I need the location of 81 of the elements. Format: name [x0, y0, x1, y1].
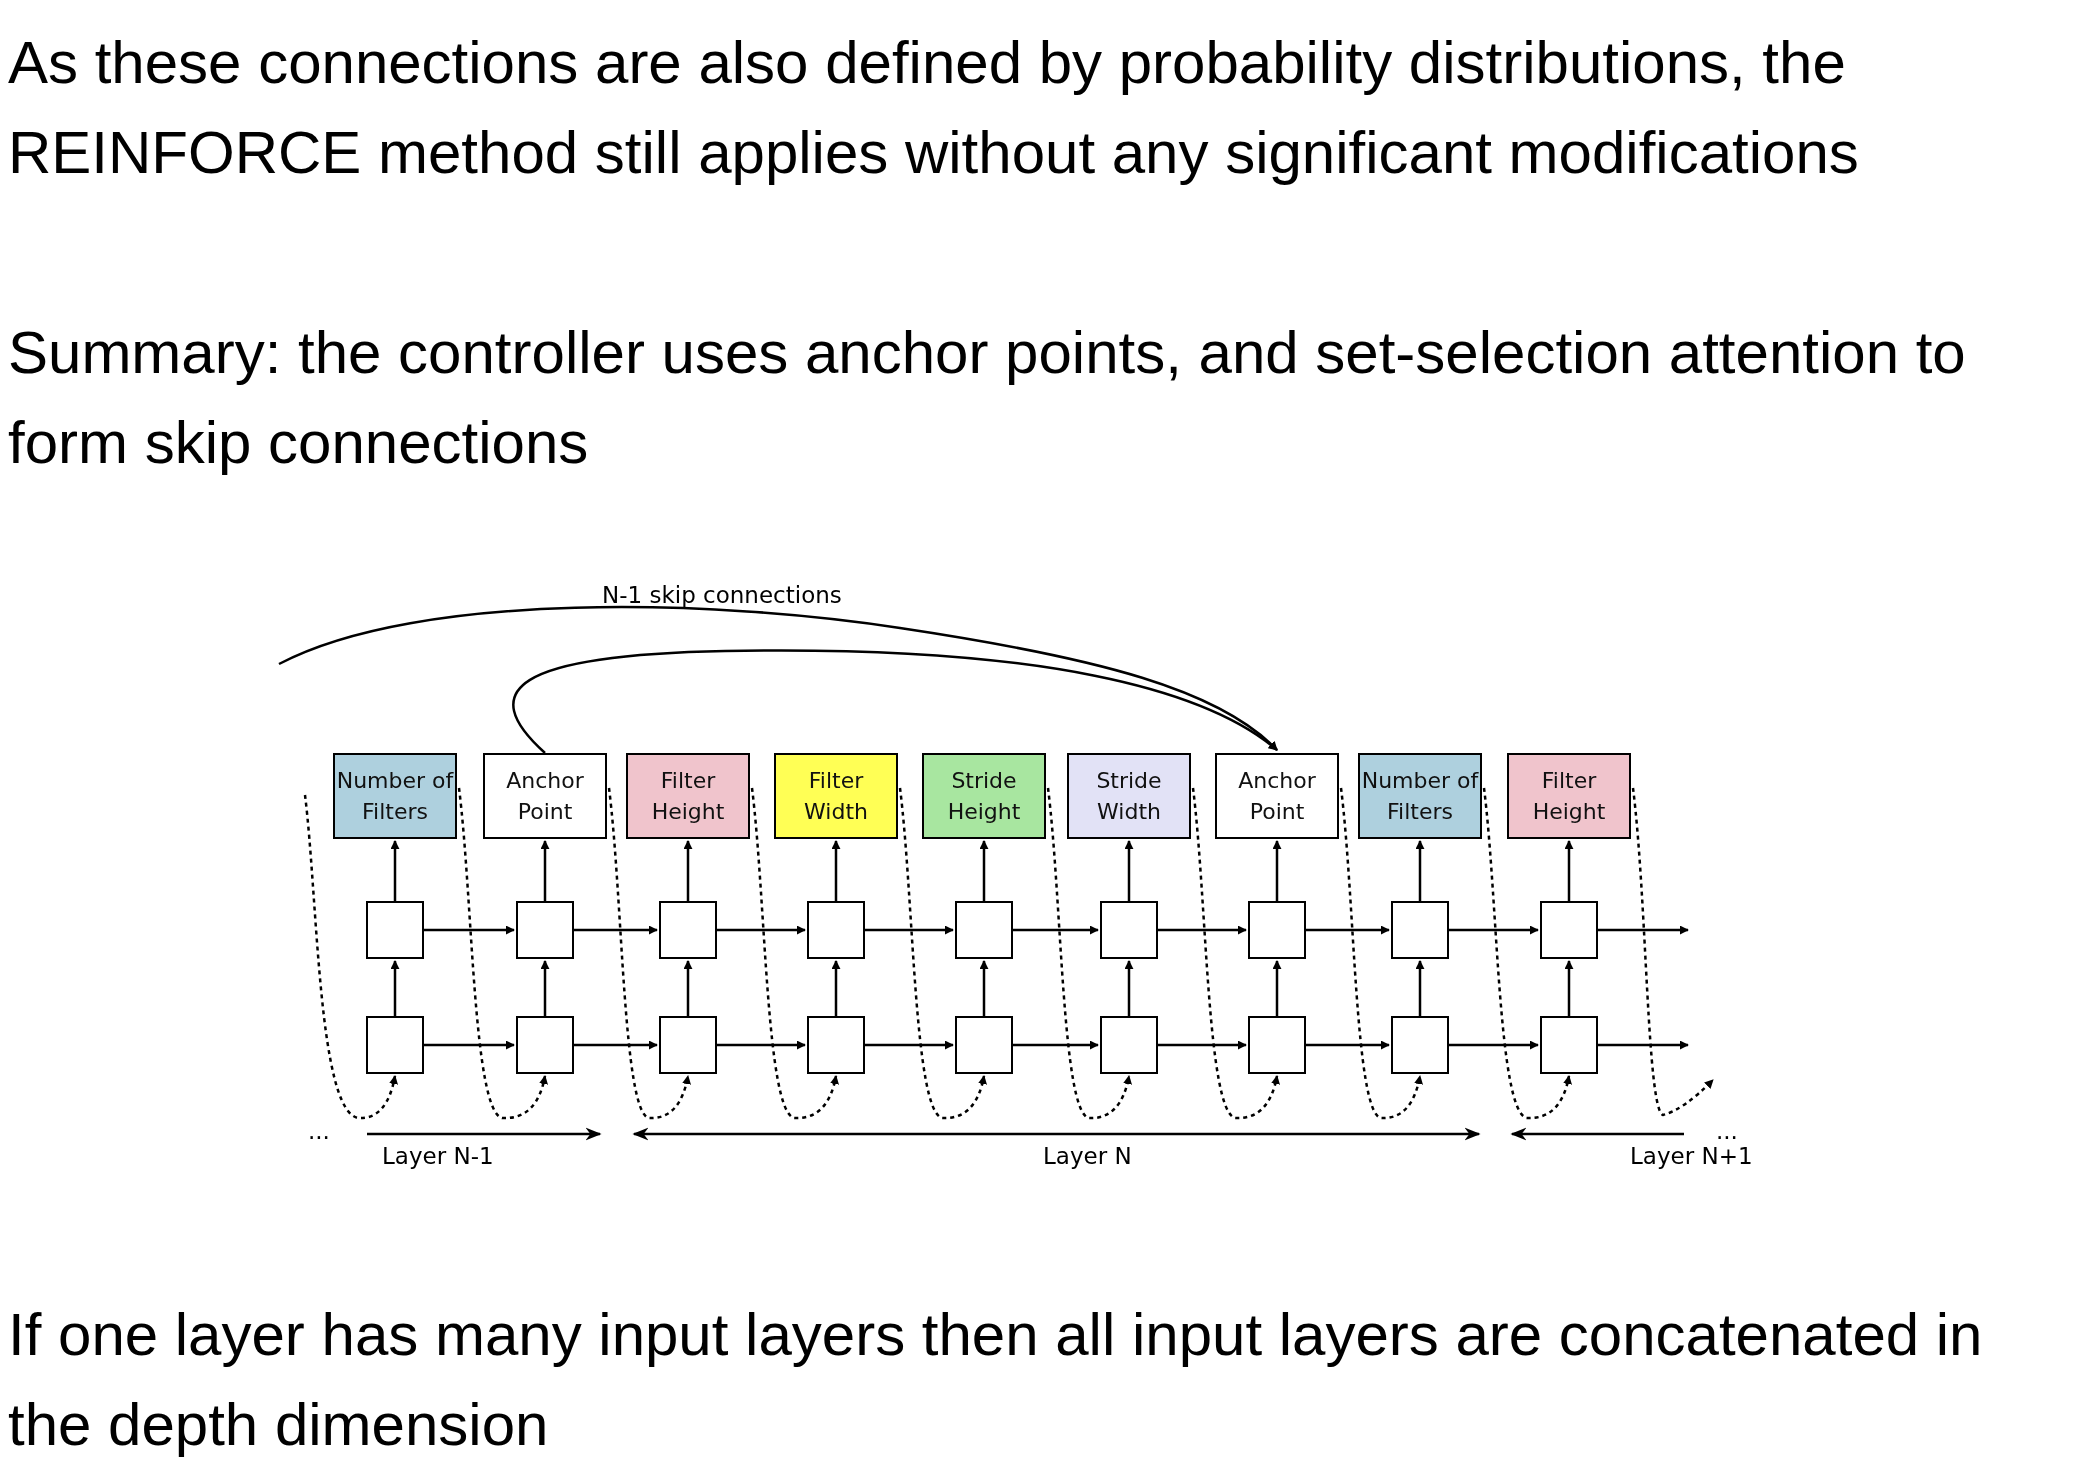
cell-box [1540, 1016, 1598, 1074]
arrow [424, 925, 515, 935]
arrow [390, 840, 400, 901]
parameter-box: Anchor Point [1215, 753, 1339, 839]
cell-box [659, 1016, 717, 1074]
arrow [1415, 840, 1425, 901]
cell-box [1391, 901, 1449, 959]
arrow [683, 960, 693, 1016]
arrow [574, 925, 658, 935]
body-text: If one layer has many input layers then all input layers are concatenated in the depth dimension [8, 1300, 1984, 1460]
arrow [1124, 840, 1134, 901]
cell-box [1391, 1016, 1449, 1074]
arrow [424, 1040, 515, 1050]
arrow [1013, 1040, 1099, 1050]
cell-box [366, 1016, 424, 1074]
dotted-arrow [750, 787, 839, 1120]
arrow [574, 1040, 658, 1050]
parameter-box: Stride Height [922, 753, 1046, 839]
arrow [278, 605, 1278, 751]
dotted-arrow [1631, 787, 1714, 1117]
cell-box [1100, 1016, 1158, 1074]
layer-label: Layer N-1 [382, 1143, 494, 1169]
ellipsis-text: ... [308, 1118, 330, 1144]
dotted-arrow [457, 787, 548, 1120]
arrow [865, 925, 954, 935]
arrow [512, 649, 1278, 754]
cell-box [807, 901, 865, 959]
arrow [540, 960, 550, 1016]
body-text: Summary: the controller uses anchor points, and set-selection attention to form skip connections [8, 318, 1967, 478]
annotation-text: N-1 skip connections [602, 582, 842, 608]
parameter-box: Filter Height [1507, 753, 1631, 839]
cell-box [1100, 901, 1158, 959]
arrow [1598, 1040, 1689, 1050]
arrow [979, 840, 989, 901]
cell-box [955, 1016, 1013, 1074]
body-text: As these connections are also defined by probability distributions, the REINFORCE method still applies without any significant modifications [8, 28, 1860, 188]
parameter-box: Anchor Point [483, 753, 607, 839]
arrow [1415, 960, 1425, 1016]
arrow [1449, 925, 1539, 935]
arrow [865, 1040, 954, 1050]
cell-box [1540, 901, 1598, 959]
arrow [717, 1040, 806, 1050]
dotted-arrow [1482, 787, 1572, 1120]
arrow [1272, 960, 1282, 1016]
arrow [1306, 925, 1390, 935]
arrow [717, 925, 806, 935]
parameter-box: Filter Height [626, 753, 750, 839]
cell-box [516, 1016, 574, 1074]
arrow [1564, 840, 1574, 901]
layer-label: Layer N [1043, 1143, 1132, 1169]
cell-box [1248, 901, 1306, 959]
layer-label: Layer N+1 [1630, 1143, 1753, 1169]
arrow [1272, 840, 1282, 901]
arrow [1449, 1040, 1539, 1050]
parameter-box: Stride Width [1067, 753, 1191, 839]
cell-box [659, 901, 717, 959]
cell-box [807, 1016, 865, 1074]
dotted-arrow [898, 787, 987, 1120]
arrow [1158, 1040, 1247, 1050]
arrow [1158, 925, 1247, 935]
arrow [390, 960, 400, 1016]
parameter-box: Number of Filters [1358, 753, 1482, 839]
cell-box [366, 901, 424, 959]
parameter-box: Filter Width [774, 753, 898, 839]
arrow [1564, 960, 1574, 1016]
ellipsis-text: ... [1716, 1118, 1738, 1144]
arrow [831, 840, 841, 901]
parameter-box: Number of Filters [333, 753, 457, 839]
arrow [1598, 925, 1689, 935]
arrow [1124, 960, 1134, 1016]
dotted-arrow [1046, 787, 1132, 1120]
cell-box [955, 901, 1013, 959]
cell-box [516, 901, 574, 959]
arrow [683, 840, 693, 901]
dotted-arrow [303, 794, 398, 1120]
arrow [831, 960, 841, 1016]
arrow [979, 960, 989, 1016]
arrow [1306, 1040, 1390, 1050]
cell-box [1248, 1016, 1306, 1074]
arrow [540, 840, 550, 901]
arrow [1013, 925, 1099, 935]
